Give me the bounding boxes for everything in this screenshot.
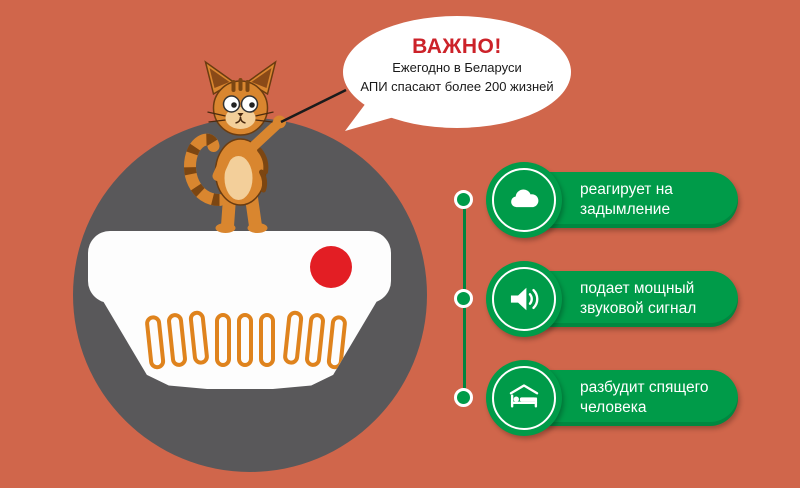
detector-vent-group: [282, 310, 348, 370]
vent-slot: [144, 314, 166, 370]
sleeping-person-icon: [509, 384, 539, 408]
feature-smoke-detection: реагирует на задымление: [486, 162, 740, 238]
cat-illustration: [183, 60, 286, 233]
vent-slot: [166, 312, 188, 368]
icon-ring: [492, 267, 556, 331]
vent-slot: [282, 310, 304, 366]
icon-ring: [492, 168, 556, 232]
speech-bubble: ВАЖНО! Ежегодно в Беларуси АПИ спасают б…: [343, 16, 571, 128]
bubble-text-line2: АПИ спасают более 200 жизней: [360, 78, 554, 94]
connector-dot: [454, 190, 473, 209]
vent-slot: [188, 310, 210, 366]
detector-vent-group: [215, 313, 275, 367]
feature-icon-circle: [486, 162, 562, 238]
smoke-cloud-icon: [511, 189, 539, 208]
feature-icon-circle: [486, 360, 562, 436]
vent-slot: [215, 313, 231, 367]
feature-wake-sleeping: разбудит спящего человека: [486, 360, 740, 436]
vent-slot: [237, 313, 253, 367]
detector-indicator-button: [310, 246, 352, 288]
feature-loud-signal: подает мощный звуковой сигнал: [486, 261, 740, 337]
bubble-text-line1: Ежегодно в Беларуси: [392, 60, 522, 75]
smoke-detector-base: [103, 301, 377, 389]
feature-icon-circle: [486, 261, 562, 337]
feature-label: реагирует на задымление: [580, 180, 673, 218]
feature-label: разбудит спящего человека: [580, 378, 709, 416]
speaker-icon: [510, 287, 539, 311]
vent-slot: [304, 312, 326, 368]
connector-dot: [454, 289, 473, 308]
bubble-title: ВАЖНО!: [412, 35, 502, 58]
connector-dot: [454, 388, 473, 407]
feature-label: подает мощный звуковой сигнал: [580, 279, 697, 317]
icon-ring: [492, 366, 556, 430]
detector-vent-group: [144, 310, 210, 370]
vent-slot: [259, 313, 275, 367]
